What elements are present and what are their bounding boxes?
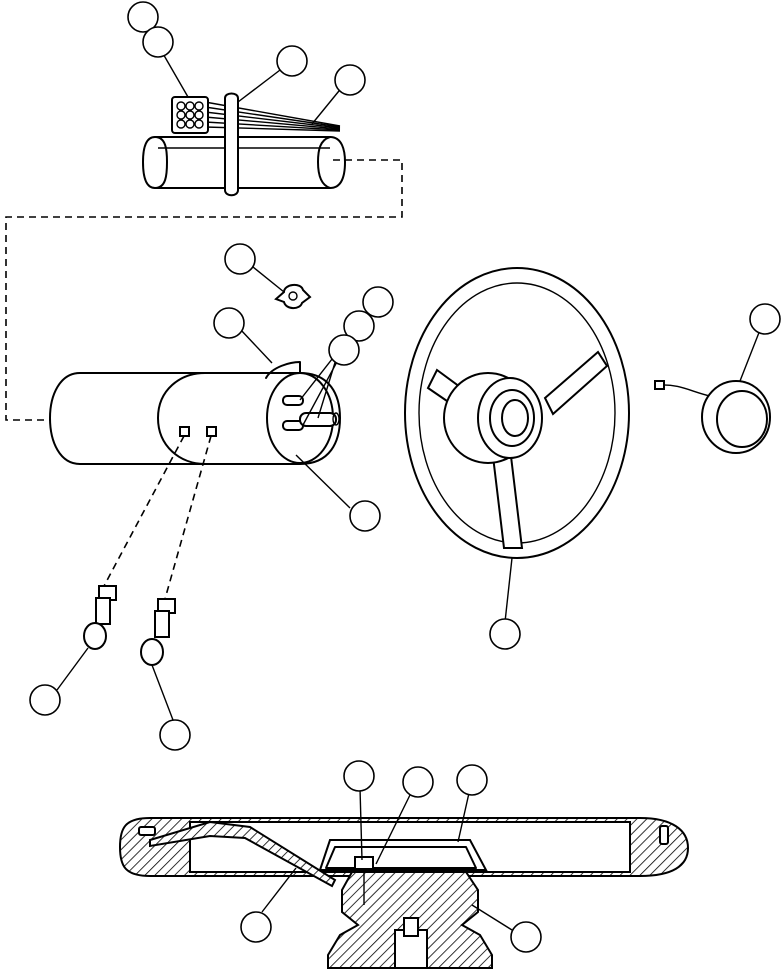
column-tube-assembly bbox=[141, 136, 347, 189]
horn-wire-terminal bbox=[654, 380, 665, 390]
hub-nut bbox=[354, 856, 374, 870]
horn-wire bbox=[659, 384, 711, 397]
tube-end-right bbox=[317, 136, 331, 189]
bulb-left-dashed-line bbox=[103, 435, 185, 587]
callout-10 bbox=[749, 303, 781, 335]
spoke-section bbox=[149, 820, 337, 888]
callout-7 bbox=[213, 307, 245, 339]
steering-wheel bbox=[404, 267, 630, 559]
callout-6 bbox=[362, 286, 394, 318]
callouts bbox=[29, 1, 781, 953]
callout-5 bbox=[224, 243, 256, 275]
hub-cap bbox=[318, 839, 488, 871]
callout-11 bbox=[349, 500, 381, 532]
horn-button bbox=[654, 380, 771, 454]
rim-insert-left bbox=[138, 826, 156, 836]
bulb-socket-right bbox=[206, 426, 217, 437]
callout-17 bbox=[456, 764, 488, 796]
harness-clip bbox=[224, 92, 239, 197]
column-tube bbox=[141, 136, 347, 189]
wheel-hub bbox=[477, 377, 543, 459]
callout-15 bbox=[343, 760, 375, 792]
indicator-bulb-right bbox=[140, 598, 176, 666]
bulb-right-dashed-line bbox=[164, 435, 212, 600]
switch-peg-upper bbox=[282, 395, 304, 406]
callout-8 bbox=[343, 310, 375, 342]
retaining-clip bbox=[274, 284, 312, 310]
callout-3 bbox=[276, 45, 308, 77]
tube-end-left bbox=[154, 136, 168, 189]
callout-14 bbox=[159, 719, 191, 751]
callout-4 bbox=[334, 64, 366, 96]
callout-9 bbox=[328, 334, 360, 366]
connection-dashed-line bbox=[5, 159, 403, 421]
steering-shaft bbox=[299, 412, 337, 427]
indicator-bulb-left bbox=[83, 585, 117, 650]
wheel-cross-section bbox=[118, 817, 690, 969]
callout-12 bbox=[489, 618, 521, 650]
lever-pivot bbox=[265, 361, 301, 379]
callout-2 bbox=[142, 26, 174, 58]
callout-1 bbox=[127, 1, 159, 33]
callout-13 bbox=[29, 684, 61, 716]
bulb-socket-left bbox=[179, 426, 190, 437]
callout-16 bbox=[402, 766, 434, 798]
housing-seam bbox=[157, 372, 206, 465]
rim-insert-right bbox=[659, 825, 669, 845]
callout-18 bbox=[240, 911, 272, 943]
wiring-harness-connector bbox=[171, 96, 209, 134]
steering-column-housing bbox=[48, 361, 342, 465]
wheel-spoke-right bbox=[543, 350, 609, 416]
callout-19 bbox=[510, 921, 542, 953]
